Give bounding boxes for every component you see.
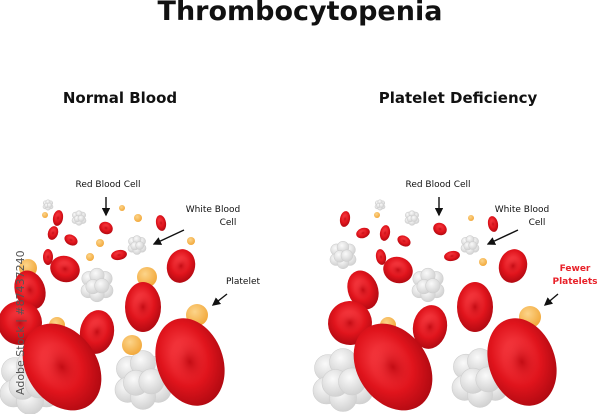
white-blood-cell (329, 241, 357, 269)
white-blood-cell (374, 199, 386, 211)
red-blood-cell (444, 250, 460, 262)
white-blood-cell (460, 235, 480, 255)
red-blood-cell (379, 225, 391, 241)
red-blood-cell (397, 235, 411, 247)
red-blood-cell (339, 211, 351, 227)
white-blood-cell (71, 210, 87, 226)
label-line: White Blood (494, 205, 550, 215)
red-blood-cell (14, 270, 46, 310)
platelet (468, 215, 474, 221)
platelet (122, 335, 142, 355)
red-blood-cell (375, 249, 387, 265)
platelet (119, 205, 125, 211)
label-platelet: Platelet (225, 277, 261, 287)
red-blood-cell (433, 222, 447, 236)
red-blood-cell (50, 255, 80, 283)
red-blood-cell (383, 256, 413, 284)
label-line: White Blood (185, 205, 241, 215)
red-blood-cell (356, 227, 370, 239)
label-line: Fewer (559, 264, 591, 274)
red-blood-cell (155, 318, 225, 406)
page-title: Thrombocytopenia (157, 0, 443, 27)
pointer-arrow-icon (486, 229, 519, 245)
red-blood-cell (498, 249, 528, 283)
label-red-blood-cell: Red Blood Cell (405, 180, 471, 190)
platelet (374, 212, 380, 218)
red-blood-cell (79, 310, 115, 354)
red-blood-cell (487, 216, 499, 232)
pointer-arrow-icon (543, 293, 559, 306)
platelet (187, 237, 195, 245)
white-blood-cell (404, 210, 420, 226)
label-line: Cell (528, 218, 546, 228)
label-line: Platelets (552, 277, 598, 287)
watermark: Adobe Stock | #87437240 (14, 250, 27, 395)
panel-heading-deficiency: Platelet Deficiency (378, 89, 538, 107)
label-line: Cell (219, 218, 237, 228)
red-blood-cell (125, 282, 161, 332)
red-blood-cell (487, 318, 557, 406)
platelet (137, 267, 157, 287)
red-blood-cell (353, 323, 433, 411)
white-blood-cell (80, 267, 114, 303)
label-red-blood-cell: Red Blood Cell (75, 180, 141, 190)
red-blood-cell (457, 282, 493, 332)
platelet (86, 253, 94, 261)
red-blood-cell (99, 221, 113, 235)
panel-heading-normal: Normal Blood (62, 89, 178, 107)
red-blood-cell (52, 210, 64, 226)
white-blood-cell (42, 199, 54, 211)
pointer-arrow-icon (211, 293, 228, 306)
red-blood-cell (22, 323, 102, 411)
red-blood-cell (47, 226, 59, 240)
platelet (42, 212, 48, 218)
platelet (134, 214, 142, 222)
red-blood-cell (43, 249, 53, 265)
red-blood-cell (412, 305, 448, 349)
white-blood-cell (411, 267, 445, 303)
platelet (96, 239, 104, 247)
red-blood-cell (155, 215, 167, 231)
red-blood-cell (111, 249, 127, 261)
pointer-arrow-icon (152, 229, 185, 245)
red-blood-cell (347, 270, 379, 310)
platelet (479, 258, 487, 266)
white-blood-cell (127, 235, 147, 255)
red-blood-cell (166, 249, 196, 283)
red-blood-cell (64, 234, 78, 246)
